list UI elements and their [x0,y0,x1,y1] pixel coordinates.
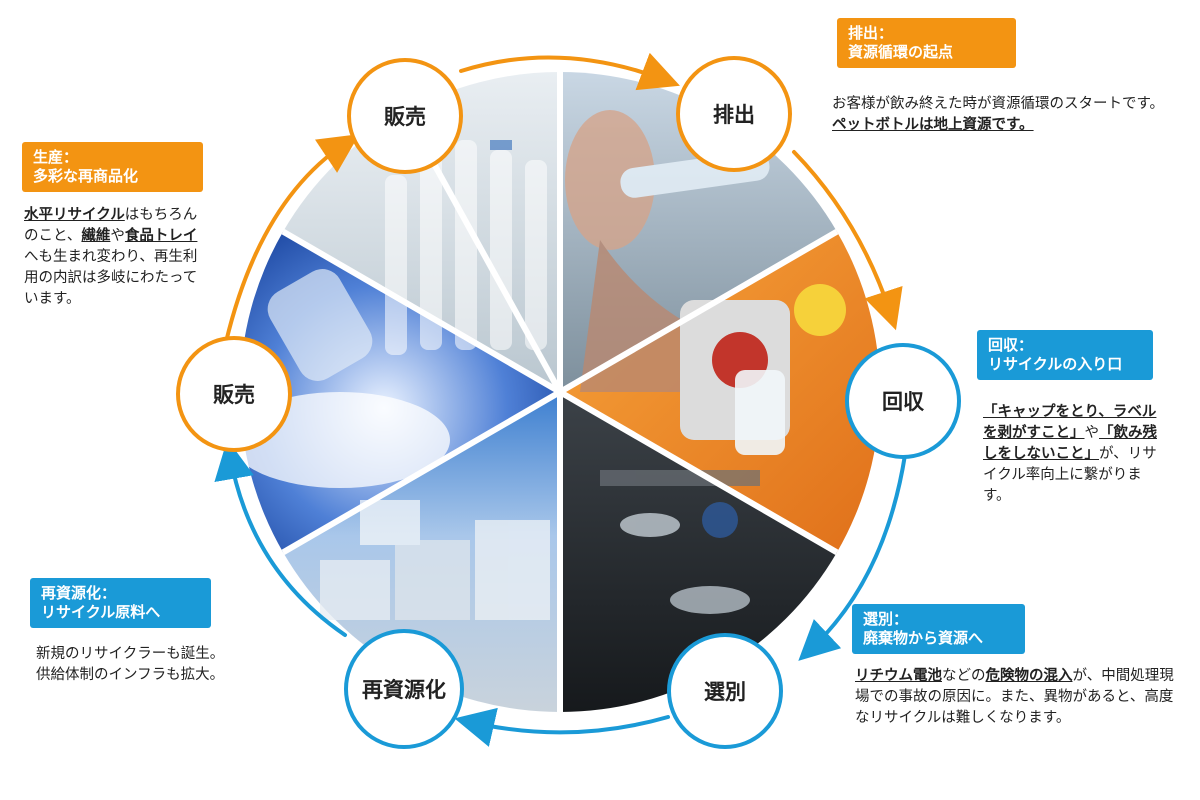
node-discharge-label: 排出 [713,103,755,127]
node-recycle-label: 再資源化 [362,678,446,702]
recycle-badge-title1: 再資源化： [41,584,117,602]
arrow-sort-to-recycle [454,707,670,747]
produce-emphasis-2: 繊維 [81,228,111,244]
produce-text-2: や [110,228,125,244]
arrow-sale-to-sale [224,134,360,344]
sort-text-1: などの [942,668,986,684]
collect-emphasis-2: 「飲み残しをしないこと」 [983,425,1157,462]
sort-badge: 選別： 廃棄物から資源へ [852,604,1025,654]
node-sale-left: 販売 [176,336,292,452]
sort-description: リチウム電池などの危険物の混入が、中間処理現場での事故の原因に。また、異物がある… [855,666,1185,729]
recycle-badge-title2: リサイクル原料へ [41,603,161,621]
collect-description: 「キャップをとり、ラベルを剥がすこと」や「飲み残しをしないこと」が、リサイクル率… [983,402,1168,507]
recycle-text-2: 供給体制のインフラも拡大。 [36,667,225,683]
collect-badge-title1: 回収： [988,336,1034,354]
produce-emphasis-3: 食品トレイ [124,228,198,244]
bale-detail [320,500,550,620]
collect-badge-title2: リサイクルの入り口 [988,355,1123,373]
discharge-badge: 排出： 資源循環の起点 [837,18,1016,68]
produce-emphasis-1: 水平リサイクル [24,207,125,223]
photo-wedges [230,71,881,712]
collection-box-detail [680,284,846,455]
sort-badge-title2: 廃棄物から資源へ [863,629,984,647]
sort-text-2: が、中間処理現場での事故の原因に。また、異物があると、高度なリサイクルは難しくな… [855,668,1174,726]
discharge-text: お客様が飲み終えた時が資源循環のスタートです。 [832,96,1165,112]
node-sort: 選別 [667,633,783,749]
node-collect-label: 回収 [882,390,925,414]
arrow-sale-to-discharge [459,52,680,91]
recycle-description: 新規のリサイクラーも誕生。 供給体制のインフラも拡大。 [36,644,256,686]
node-sale-left-label: 販売 [213,383,255,407]
collect-text-1: や [1084,425,1100,441]
discharge-badge-title2: 資源循環の起点 [848,43,954,61]
node-collect: 回収 [845,343,961,459]
produce-text-3: へも生まれ変わり、再生利用の内訳は多岐にわたっています。 [24,249,198,307]
collect-emphasis-1: 「キャップをとり、ラベルを剥がすこと」 [983,404,1157,441]
collect-badge: 回収： リサイクルの入り口 [977,330,1153,380]
arrow-recycle-to-sale [214,439,347,637]
node-discharge: 排出 [676,56,792,172]
cycle-arrows [214,52,907,747]
arrow-collect-to-sort [798,453,907,661]
discharge-emphasis: ペットボトルは地上資源です。 [832,117,1034,133]
produce-description: 水平リサイクルはもちろんのこと、繊維や食品トレイへも生まれ変わり、再生利用の内訳… [24,205,210,310]
sort-emphasis-2: 危険物の混入 [985,668,1073,684]
collect-text-2: が、リサイクル率向上に繋がります。 [983,446,1157,504]
node-recycle: 再資源化 [344,629,464,749]
recycle-badge: 再資源化： リサイクル原料へ [30,578,211,628]
discharge-description: お客様が飲み終えた時が資源循環のスタートです。ペットボトルは地上資源です。 [832,94,1172,136]
node-sale-top: 販売 [347,58,463,174]
produce-text-1: はもちろんのこと、 [24,207,198,244]
person-silhouette [565,110,770,392]
discharge-badge-title1: 排出： [848,24,894,42]
produce-badge-title2: 多彩な再商品化 [33,167,139,185]
sort-badge-title1: 選別： [863,610,909,628]
produce-badge: 生産： 多彩な再商品化 [22,142,203,192]
produce-badge-title1: 生産： [33,148,79,166]
recycle-text-1: 新規のリサイクラーも誕生。 [36,646,225,662]
node-sort-label: 選別 [704,680,746,704]
arrow-discharge-to-collect [792,150,903,331]
sort-emphasis-1: リチウム電池 [855,668,942,684]
node-sale-top-label: 販売 [384,105,426,129]
